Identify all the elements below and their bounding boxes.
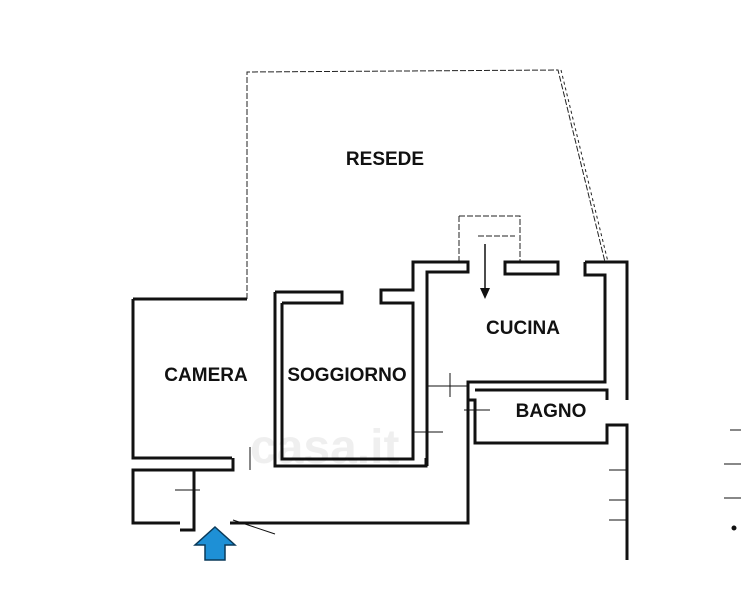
room-label-resede: RESEDE [345,149,425,170]
watermark: casa.it [250,421,400,474]
door-marks [175,373,741,535]
room-label-bagno: BAGNO [515,401,587,422]
kitchen-arrow [480,244,490,299]
room-label-soggiorno: SOGGIORNO [287,365,407,386]
room-label-cucina: CUCINA [486,318,560,339]
resede-outline [246,69,609,299]
room-label-camera: CAMERA [164,365,248,386]
entrance-arrow-icon [193,525,237,561]
